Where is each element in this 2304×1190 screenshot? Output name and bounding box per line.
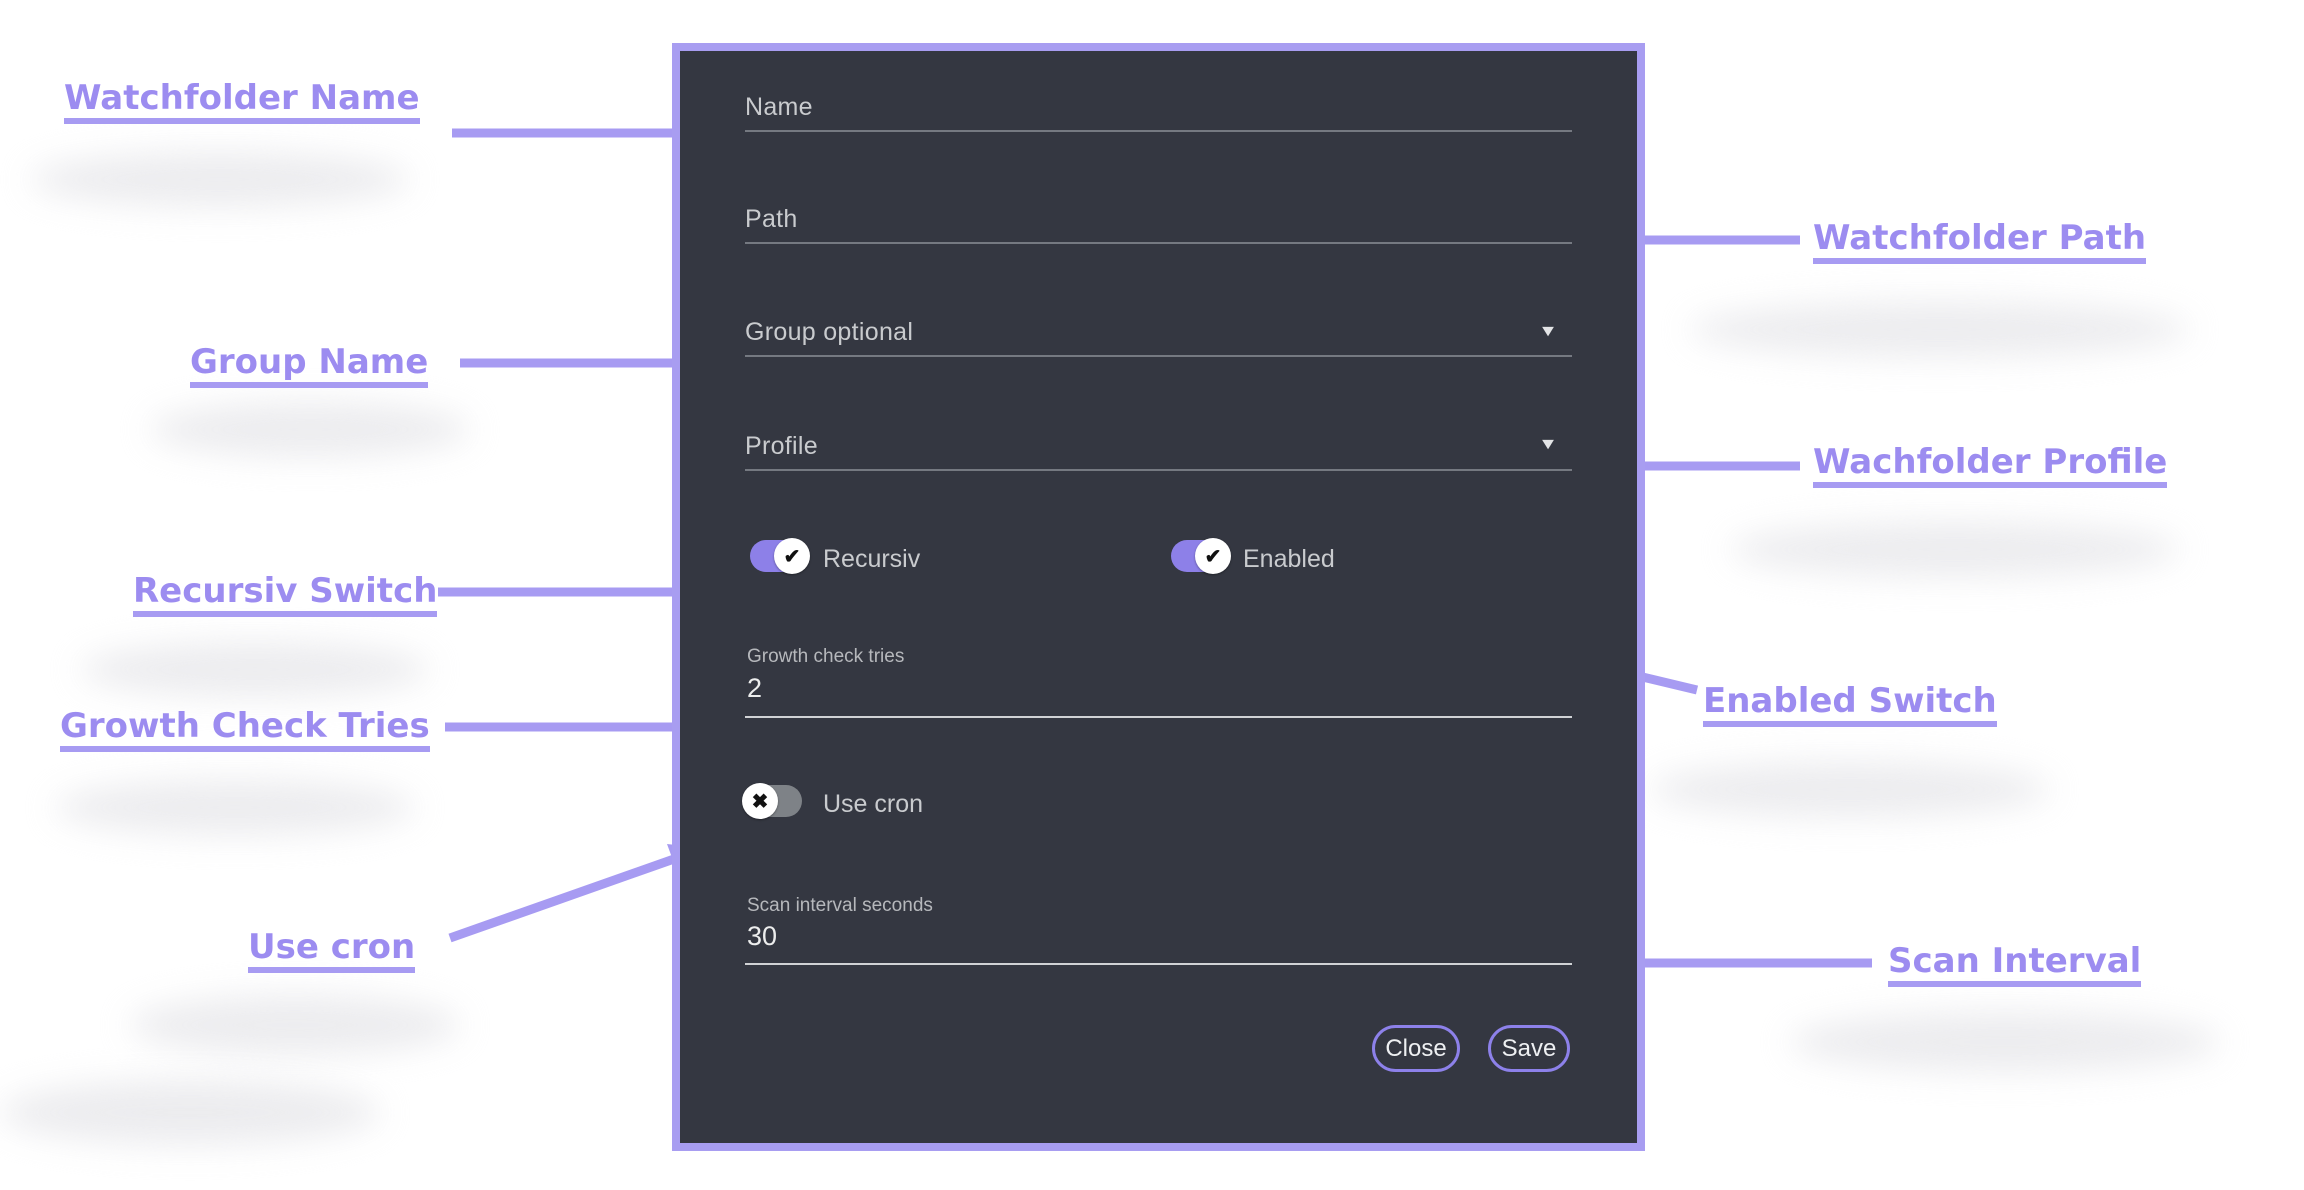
- close-button[interactable]: Close: [1372, 1025, 1460, 1072]
- chevron-down-icon[interactable]: ▼: [1538, 436, 1558, 453]
- annotation-use-cron: Use cron: [248, 928, 416, 974]
- use-cron-toggle[interactable]: ✖: [742, 783, 805, 819]
- path-field-label: Path: [745, 205, 798, 233]
- use-cron-toggle-label: Use cron: [823, 790, 924, 818]
- chevron-down-icon[interactable]: ▼: [1538, 323, 1558, 340]
- recursiv-toggle-label: Recursiv: [823, 545, 921, 573]
- recursiv-toggle[interactable]: ✔: [750, 538, 810, 574]
- annotation-wachfolder-profile: Wachfolder Profile: [1813, 443, 2168, 489]
- name-input[interactable]: [745, 130, 1572, 132]
- profile-select-label: Profile: [745, 432, 818, 460]
- growth-check-tries-input[interactable]: [745, 716, 1572, 718]
- group-select[interactable]: [745, 355, 1572, 357]
- scan-interval-label: Scan interval seconds: [747, 895, 933, 916]
- watchfolder-dialog: Name Path Group optional ▼ Profile ▼ ✔ R…: [672, 43, 1645, 1151]
- annotation-enabled-switch: Enabled Switch: [1703, 682, 1997, 728]
- cross-icon: ✖: [742, 783, 778, 819]
- scan-interval-input[interactable]: [745, 963, 1572, 965]
- annotation-watchfolder-path: Watchfolder Path: [1813, 219, 2147, 265]
- shadow-blob: [55, 780, 415, 835]
- save-button[interactable]: Save: [1488, 1025, 1570, 1072]
- shadow-blob: [150, 402, 470, 457]
- check-icon: ✔: [774, 538, 810, 574]
- growth-check-tries-label: Growth check tries: [747, 646, 905, 667]
- annotation-recursiv-switch: Recursiv Switch: [133, 572, 438, 618]
- shadow-blob: [1790, 1012, 2220, 1072]
- shadow-blob: [0, 1080, 380, 1145]
- profile-select[interactable]: [745, 469, 1572, 471]
- annotation-watchfolder-name: Watchfolder Name: [64, 79, 420, 125]
- shadow-blob: [30, 152, 410, 207]
- check-icon: ✔: [1195, 538, 1231, 574]
- annotation-growth-check-tries: Growth Check Tries: [60, 707, 430, 753]
- enabled-toggle-label: Enabled: [1243, 545, 1335, 573]
- name-field-label: Name: [745, 93, 813, 121]
- shadow-blob: [1730, 522, 2180, 577]
- shadow-blob: [130, 995, 460, 1055]
- shadow-blob: [80, 642, 430, 697]
- enabled-toggle[interactable]: ✔: [1171, 538, 1231, 574]
- annotation-scan-interval: Scan Interval: [1888, 942, 2142, 988]
- growth-check-tries-value: 2: [747, 673, 763, 703]
- group-select-label: Group optional: [745, 318, 914, 346]
- scan-interval-value: 30: [747, 921, 778, 951]
- annotation-group-name: Group Name: [190, 343, 429, 389]
- path-input[interactable]: [745, 242, 1572, 244]
- shadow-blob: [1690, 302, 2190, 357]
- shadow-blob: [1650, 762, 2050, 817]
